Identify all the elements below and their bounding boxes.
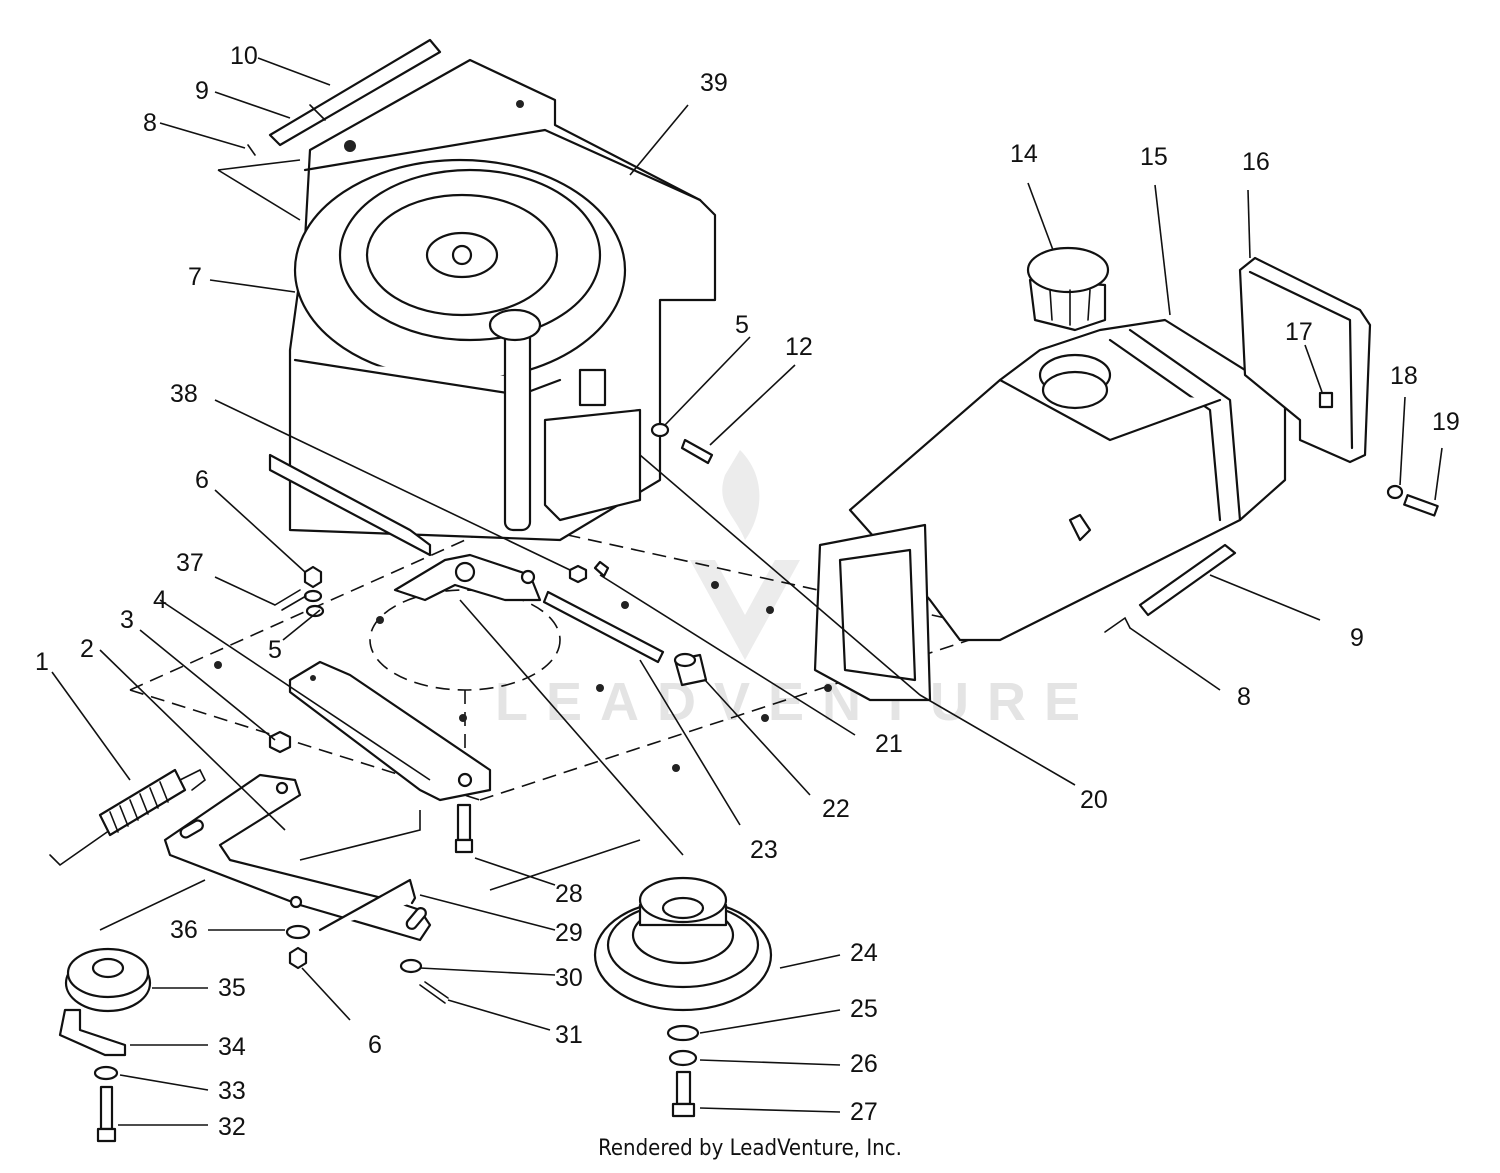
tank-side-panel xyxy=(1238,256,1372,464)
callout-16: 16 xyxy=(1242,148,1270,176)
callout-34: 34 xyxy=(218,1033,246,1061)
stud-23 xyxy=(542,590,665,664)
callout-37: 37 xyxy=(176,549,204,577)
belt-guide-bracket xyxy=(288,660,492,802)
callout-7: 7 xyxy=(188,263,202,291)
callout-5-upper: 5 xyxy=(735,311,749,339)
callout-39: 39 xyxy=(700,69,728,97)
callout-31: 31 xyxy=(555,1021,583,1049)
callout-8-upper: 8 xyxy=(143,109,157,137)
idler-arm xyxy=(163,773,432,942)
callout-30: 30 xyxy=(555,964,583,992)
leader-lines xyxy=(51,57,1443,1126)
callout-35: 35 xyxy=(218,974,246,1002)
callout-12: 12 xyxy=(785,333,813,361)
engine-base-plate xyxy=(393,553,542,602)
callout-25: 25 xyxy=(850,995,878,1023)
arm-hardware xyxy=(285,924,311,970)
callout-36: 36 xyxy=(170,916,198,944)
callout-6-lower: 6 xyxy=(368,1031,382,1059)
hardware-stack-left xyxy=(274,565,325,618)
callout-29: 29 xyxy=(555,919,583,947)
idler-hardware xyxy=(93,1065,119,1143)
bolt-28 xyxy=(454,803,474,854)
callout-23: 23 xyxy=(750,836,778,864)
callout-15: 15 xyxy=(1140,143,1168,171)
callout-33: 33 xyxy=(218,1077,246,1105)
callout-27: 27 xyxy=(850,1098,878,1126)
callout-26: 26 xyxy=(850,1050,878,1078)
engine xyxy=(268,58,717,557)
callout-6-upper: 6 xyxy=(195,466,209,494)
callout-1: 1 xyxy=(35,648,49,676)
pulley-hardware xyxy=(666,1024,700,1118)
frame-outline xyxy=(129,519,1001,801)
rod-hardware xyxy=(399,958,449,1004)
callout-3: 3 xyxy=(120,606,134,634)
callout-14: 14 xyxy=(1010,140,1038,168)
fuel-line-top xyxy=(247,38,442,156)
callout-labels: 1 2 3 4 5 5 6 6 7 8 8 9 9 10 12 14 15 16… xyxy=(35,42,1460,1141)
callout-9-lower: 9 xyxy=(1350,624,1364,652)
tank-bracket xyxy=(813,523,932,702)
callout-28: 28 xyxy=(555,880,583,908)
callout-38: 38 xyxy=(170,380,198,408)
callout-4: 4 xyxy=(153,586,167,614)
callout-32: 32 xyxy=(218,1113,246,1141)
callout-20: 20 xyxy=(1080,786,1108,814)
callout-2: 2 xyxy=(80,635,94,663)
nut-21 xyxy=(568,560,610,584)
bolt-19 xyxy=(1386,484,1439,517)
callout-8-lower: 8 xyxy=(1237,683,1251,711)
extension-spring xyxy=(49,768,207,867)
idler-pulley xyxy=(58,947,152,1057)
fuel-cap xyxy=(1026,246,1110,332)
callout-17: 17 xyxy=(1285,318,1313,346)
spacer-22 xyxy=(673,652,708,687)
callout-9-upper: 9 xyxy=(195,77,209,105)
render-credit: Rendered by LeadVenture, Inc. xyxy=(598,1136,902,1161)
bolt-12 xyxy=(650,422,714,465)
callout-10: 10 xyxy=(230,42,258,70)
fuel-tank xyxy=(848,318,1287,642)
nut-3 xyxy=(268,730,292,754)
engine-pulley xyxy=(593,876,773,1012)
callout-5-lower: 5 xyxy=(268,636,282,664)
callout-21: 21 xyxy=(875,730,903,758)
callout-22: 22 xyxy=(822,795,850,823)
callout-24: 24 xyxy=(850,939,878,967)
fuel-line-right xyxy=(1104,543,1237,633)
callout-19: 19 xyxy=(1432,408,1460,436)
callout-18: 18 xyxy=(1390,362,1418,390)
